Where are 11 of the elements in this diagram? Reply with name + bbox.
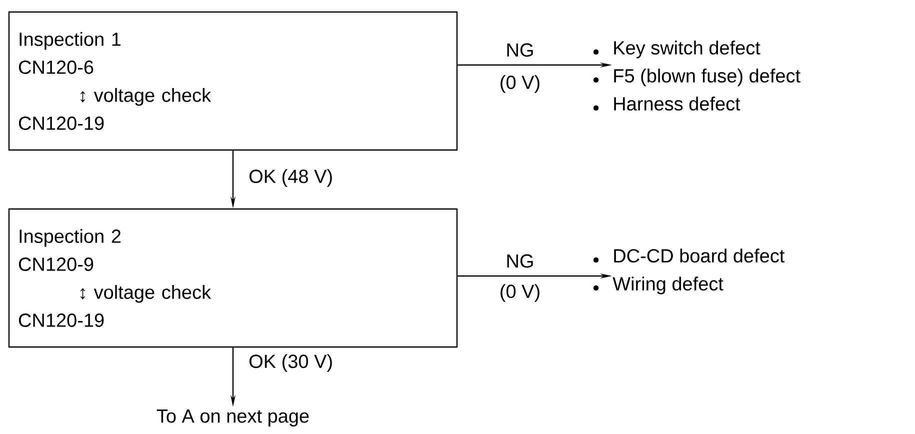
inspection-box: Inspection 1 CN120-6 ↕ voltage check CN120-19 — [8, 11, 458, 151]
edge-label: OK (30 V) — [248, 353, 334, 373]
inspection-box: Inspection 2 CN120-9 ↕ voltage check CN120-19 — [8, 208, 458, 348]
result-text: To A on next page — [156, 410, 309, 426]
edge-label: NG — [504, 42, 536, 58]
voltage-label: (0 V) — [500, 75, 540, 93]
defect-list: Key switch defect F5 (blown fuse) defect Harness defect — [614, 40, 800, 111]
voltage-label: (0 V) — [500, 284, 540, 302]
edge-label: NG — [504, 253, 536, 269]
defect-list: DC-CD board defect Wiring defect — [612, 248, 785, 294]
edge-label: OK (48 V) — [248, 168, 334, 188]
